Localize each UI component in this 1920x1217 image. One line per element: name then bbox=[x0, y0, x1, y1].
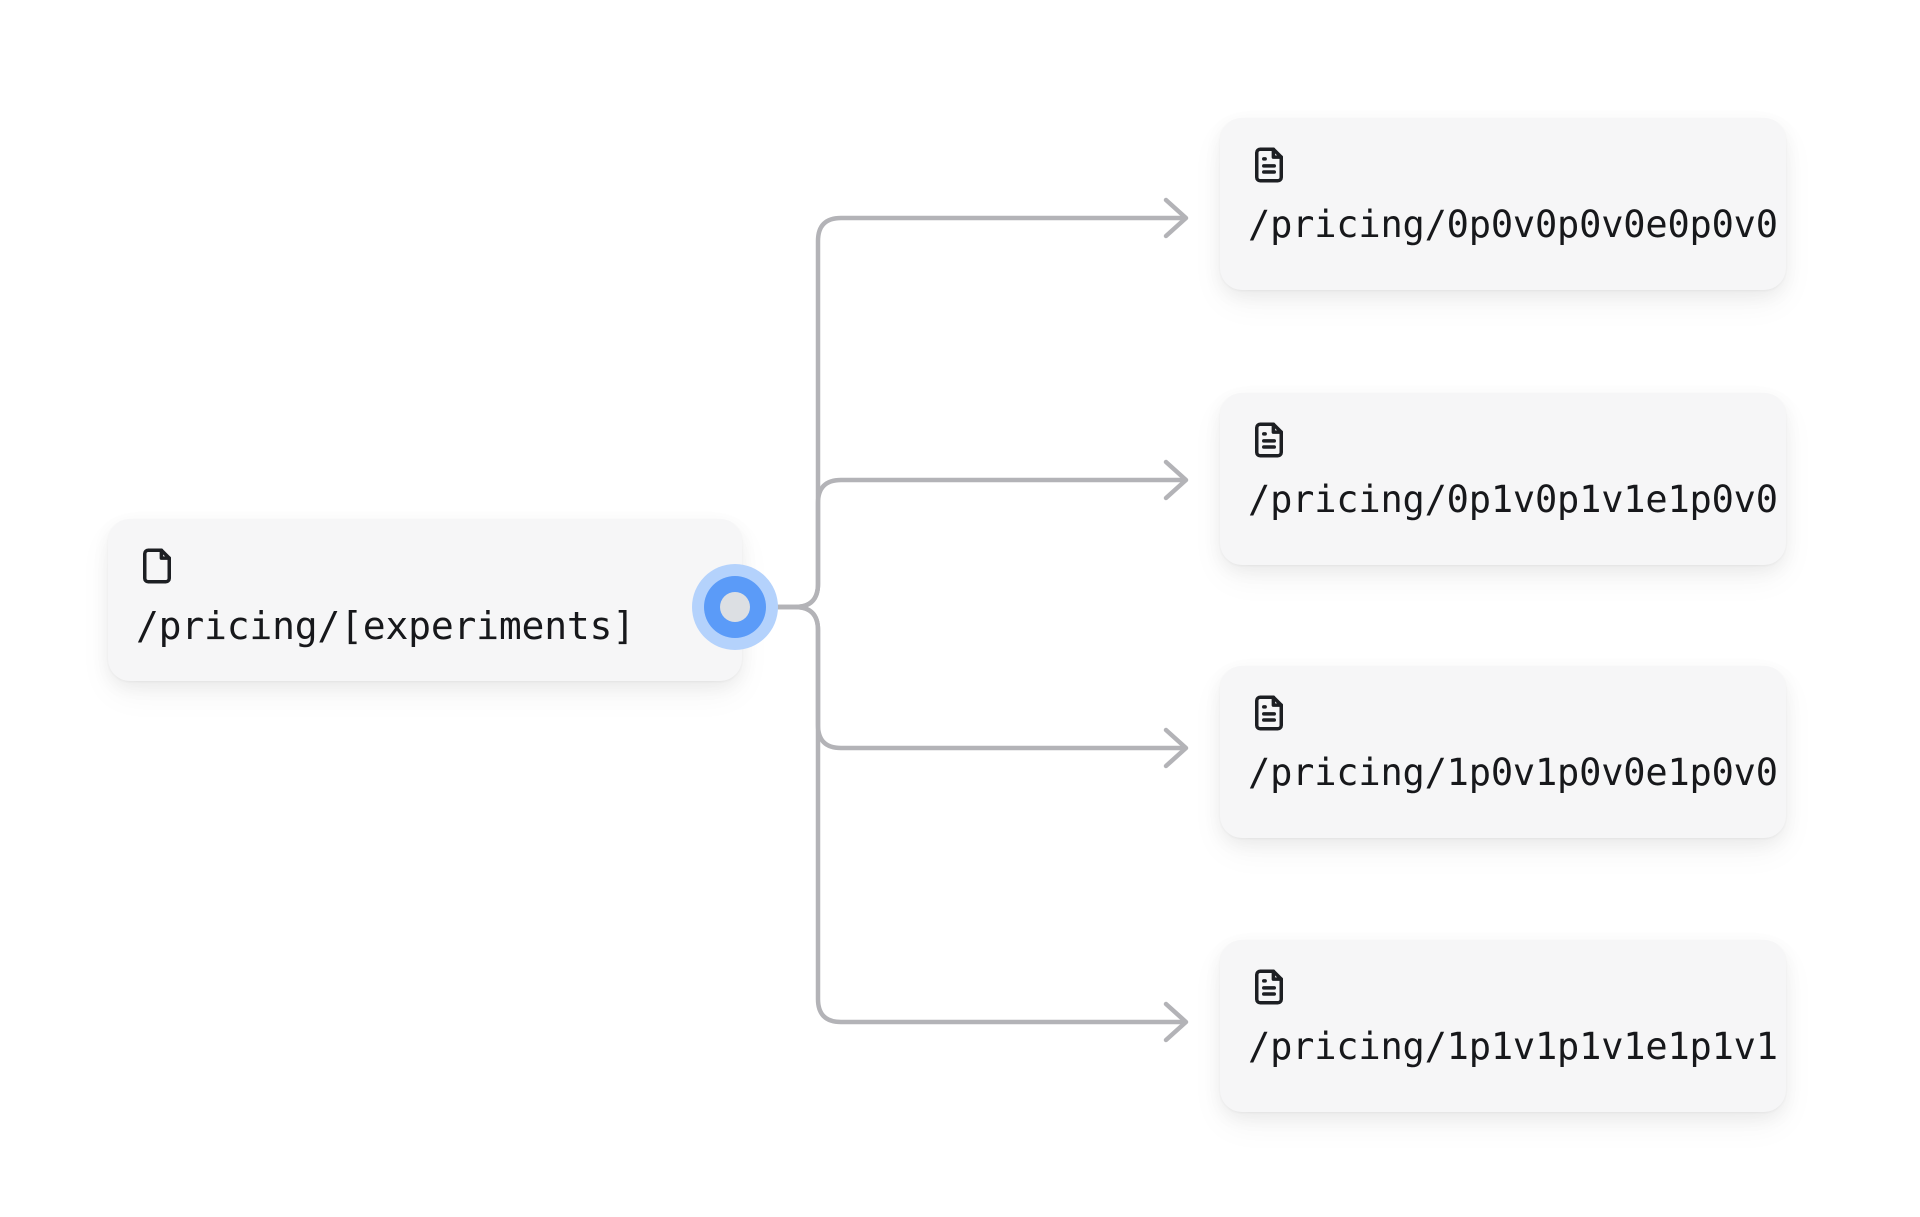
arrowhead-target-3 bbox=[1163, 1001, 1189, 1043]
file-text-icon bbox=[1248, 966, 1290, 1008]
file-text-icon bbox=[1248, 419, 1290, 461]
edge-to-target-3 bbox=[775, 604, 1187, 1025]
edge-to-target-0 bbox=[775, 215, 1187, 610]
node-target[interactable]: /pricing/0p1v0p1v1e1p0v0 bbox=[1220, 393, 1786, 565]
node-target[interactable]: /pricing/0p0v0p0v0e0p0v0 bbox=[1220, 118, 1786, 290]
source-handle[interactable] bbox=[692, 564, 778, 650]
node-target-label: /pricing/1p0v1p0v0e1p0v0 bbox=[1248, 751, 1778, 794]
node-target-label: /pricing/0p1v0p1v1e1p0v0 bbox=[1248, 478, 1778, 521]
source-handle-ring bbox=[704, 576, 766, 638]
node-target-label: /pricing/1p1v1p1v1e1p1v1 bbox=[1248, 1025, 1778, 1068]
arrowhead-target-0 bbox=[1163, 197, 1189, 239]
file-text-icon bbox=[1248, 144, 1290, 186]
node-target-label: /pricing/0p0v0p0v0e0p0v0 bbox=[1248, 203, 1778, 246]
node-target[interactable]: /pricing/1p0v1p0v0e1p0v0 bbox=[1220, 666, 1786, 838]
node-source[interactable]: /pricing/[experiments] bbox=[108, 519, 742, 681]
node-source-label: /pricing/[experiments] bbox=[136, 604, 635, 648]
edge-to-target-2 bbox=[775, 604, 1187, 751]
source-handle-core bbox=[720, 592, 750, 622]
file-text-icon bbox=[1248, 692, 1290, 734]
node-target[interactable]: /pricing/1p1v1p1v1e1p1v1 bbox=[1220, 940, 1786, 1112]
edge-to-target-1 bbox=[775, 477, 1187, 610]
arrowhead-target-1 bbox=[1163, 459, 1189, 501]
file-icon bbox=[136, 545, 178, 587]
arrowhead-target-2 bbox=[1163, 727, 1189, 769]
